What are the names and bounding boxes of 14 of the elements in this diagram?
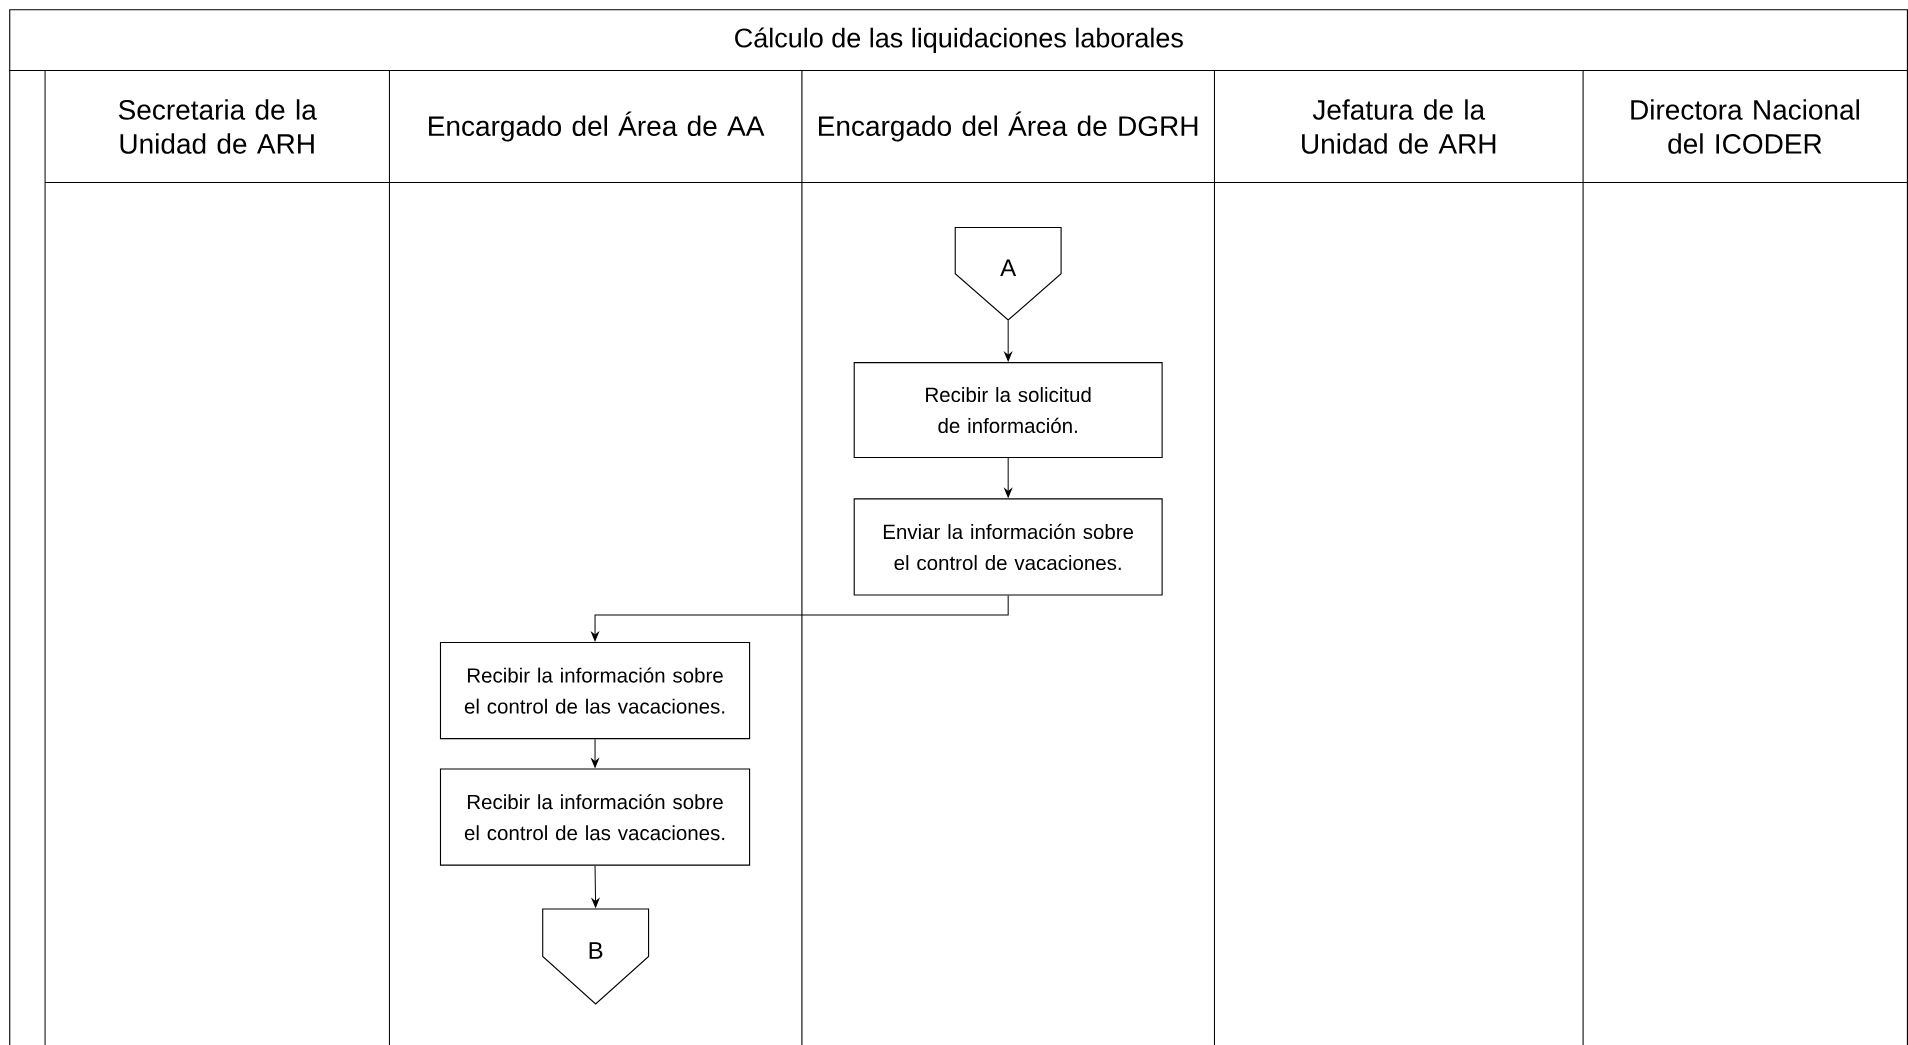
- process-box: Enviar la información sobre el control de vacaciones.: [853, 498, 1163, 596]
- process-box: Recibir la información sobre el control de las vacaciones.: [439, 768, 751, 866]
- arrow: [591, 865, 600, 908]
- arrow: [1004, 457, 1012, 498]
- off-page-connector: A: [954, 227, 1062, 321]
- arrow: [591, 595, 1009, 642]
- process-box: Recibir la solicitud de información.: [853, 362, 1163, 459]
- arrow: [591, 738, 599, 768]
- off-page-connector: B: [542, 908, 650, 1005]
- swimlane: Jefatura de la Unidad de ARH: [1213, 70, 1584, 1045]
- swimlane: Secretaria de la Unidad de ARH: [44, 70, 390, 1045]
- swimlane: Directora Nacional del ICODER: [1582, 70, 1908, 1045]
- arrow: [1004, 320, 1012, 362]
- process-box: Recibir la información sobre el control de las vacaciones.: [439, 641, 751, 740]
